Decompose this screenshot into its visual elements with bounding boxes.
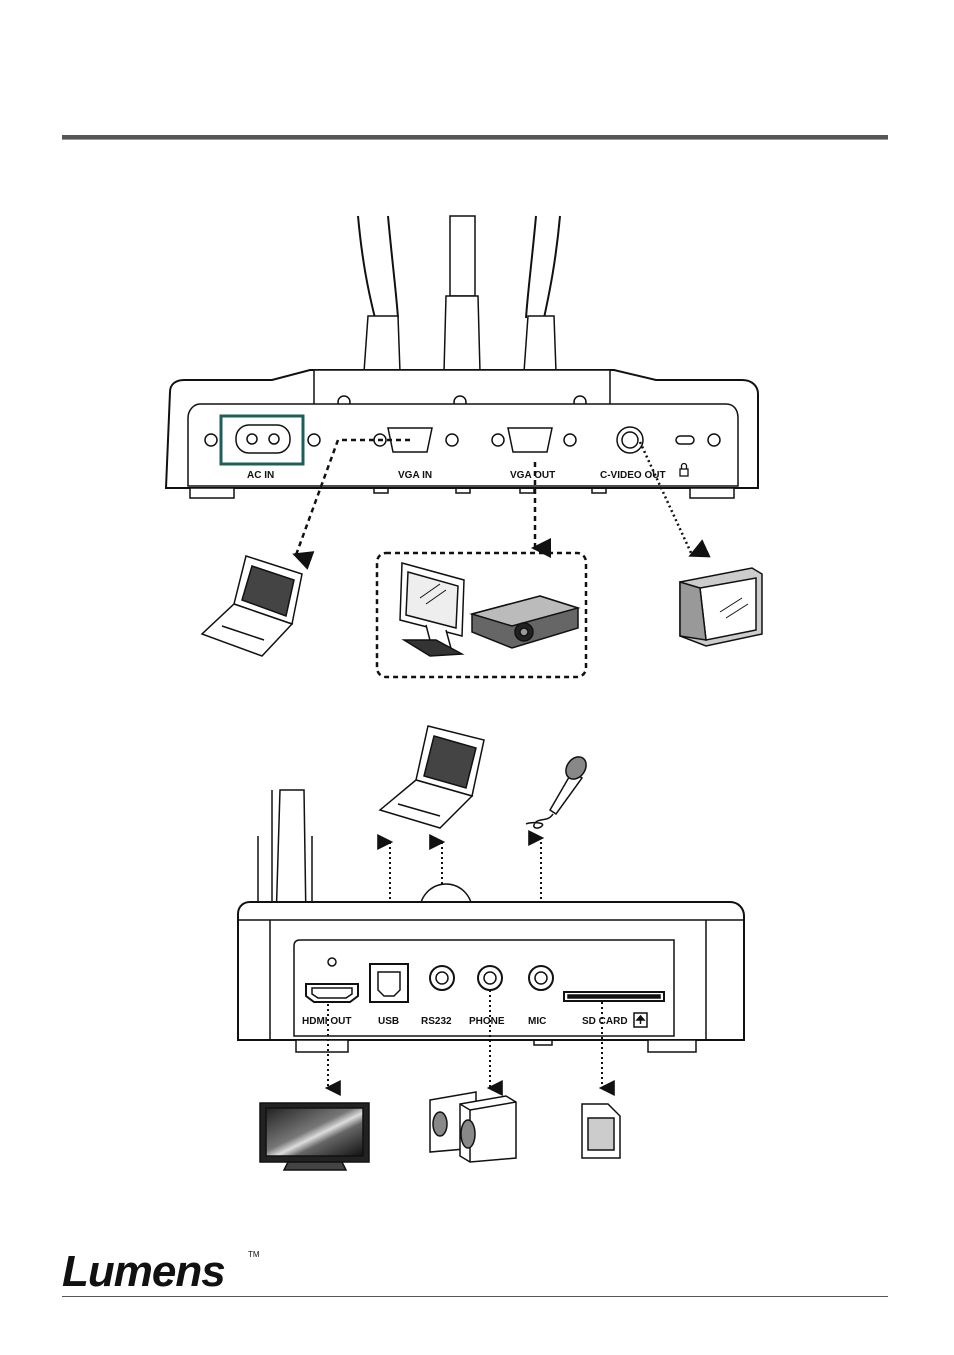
crt-tv-icon <box>680 568 762 646</box>
microphone-icon <box>526 753 590 828</box>
sd-card-label: SD CARD <box>582 1016 628 1027</box>
footer: Lumens TM <box>62 1247 888 1297</box>
speakers-icon <box>430 1092 516 1162</box>
laptop-icon <box>202 556 302 656</box>
rs232-label: RS232 <box>421 1016 452 1027</box>
ac-in-label: AC IN <box>247 470 274 481</box>
rear-panel-diagram <box>166 216 758 498</box>
vga-out-label: VGA OUT <box>510 470 555 481</box>
flat-tv-icon <box>260 1103 369 1170</box>
sd-card-icon <box>582 1104 620 1158</box>
trademark-mark: TM <box>248 1250 260 1259</box>
usb-label: USB <box>378 1016 399 1027</box>
monitor-icon <box>400 563 464 656</box>
vga-in-label: VGA IN <box>398 470 432 481</box>
mic-label: MIC <box>528 1016 546 1027</box>
hdmi-out-label: HDMI OUT <box>302 1016 351 1027</box>
c-video-out-label: C-VIDEO OUT <box>600 470 666 481</box>
side-panel-diagram <box>238 790 744 1052</box>
header-rule <box>62 135 888 140</box>
projector-icon <box>472 596 578 648</box>
lumens-logo: Lumens <box>62 1247 225 1296</box>
phone-label: PHONE <box>469 1016 505 1027</box>
laptop-icon <box>380 726 484 828</box>
